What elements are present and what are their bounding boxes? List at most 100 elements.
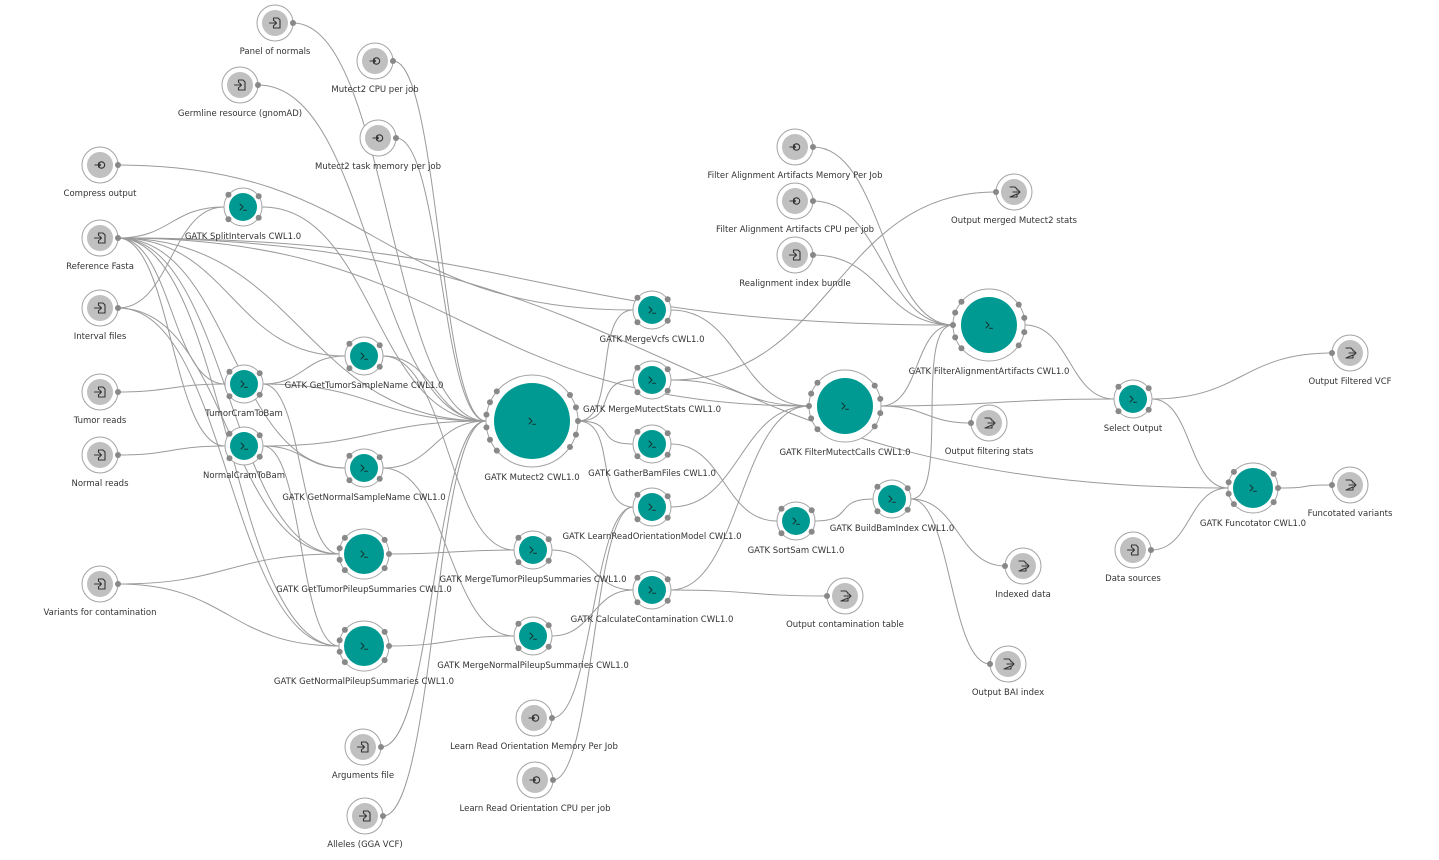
in-port[interactable] [634,491,641,498]
out-port[interactable] [808,528,815,535]
edge-germline-to-mutect2[interactable] [257,84,487,422]
node-filter-artifacts[interactable]: GATK FilterAlignmentArtifacts CWL1.0 [909,288,1070,377]
out-port[interactable] [256,391,263,398]
out-port[interactable] [393,135,399,141]
out-port[interactable] [1148,547,1154,553]
edge-ref_fasta-to-split_intervals[interactable] [117,206,225,239]
out-port[interactable] [1015,301,1022,308]
out-port[interactable] [808,507,815,514]
node-ref-fasta[interactable]: Reference Fasta [66,219,134,272]
out-port[interactable] [115,452,121,458]
out-port[interactable] [566,443,573,450]
node-tumor-cram[interactable]: TumorCramToBam [204,364,283,419]
out-port[interactable] [545,622,552,629]
in-port[interactable] [968,420,974,426]
in-port[interactable] [336,556,343,563]
out-port[interactable] [381,565,388,572]
node-out-merged-stats[interactable]: Output merged Mutect2 stats [951,173,1078,226]
in-port[interactable] [225,191,232,198]
in-port[interactable] [634,364,641,371]
in-port[interactable] [814,426,821,433]
edge-normal_cram-to-get_normal_name[interactable] [262,445,346,469]
out-port[interactable] [575,418,581,424]
in-port[interactable] [824,593,830,599]
out-port[interactable] [664,430,671,437]
out-port[interactable] [664,597,671,604]
out-port[interactable] [545,536,552,543]
edge-normal_cram-to-mutect2[interactable] [262,420,487,447]
edge-interval_files-to-normal_pileup[interactable] [117,307,340,647]
edge-mutect_cpu-to-mutect2[interactable] [392,60,487,422]
edge-mutect_mem-to-mutect2[interactable] [395,137,487,422]
out-port[interactable] [572,431,579,438]
out-port[interactable] [1145,385,1152,392]
in-port[interactable] [1230,501,1237,508]
out-port[interactable] [1270,470,1277,477]
out-port[interactable] [810,198,816,204]
out-port[interactable] [376,454,383,461]
node-interval-files[interactable]: Interval files [74,289,127,342]
edge-faa_cpu-to-filter_artifacts[interactable] [812,200,954,326]
node-sort-sam[interactable]: GATK SortSam CWL1.0 [748,501,845,556]
in-port[interactable] [346,452,353,459]
edge-merge_tumor_pileup-to-calc_contam[interactable] [551,549,634,591]
edge-build_bam_index-to-filter_artifacts[interactable] [910,324,954,500]
out-port[interactable] [115,389,121,395]
out-port[interactable] [256,432,263,439]
node-faa-mem[interactable]: Filter Alignment Artifacts Memory Per Jo… [708,128,883,181]
out-port[interactable] [256,453,263,460]
node-out-funcotated[interactable]: Funcotated variants [1308,466,1393,519]
node-out-indexed[interactable]: Indexed data [995,547,1051,600]
out-port[interactable] [550,777,556,783]
edge-panel_normals-to-mutect2[interactable] [292,22,487,422]
edge-variants_contam-to-normal_pileup[interactable] [117,583,340,647]
edge-normal_cram-to-normal_pileup[interactable] [262,445,340,647]
out-port[interactable] [115,235,121,241]
in-port[interactable] [515,645,522,652]
in-port[interactable] [346,340,353,347]
out-port[interactable] [380,813,386,819]
out-port[interactable] [115,581,121,587]
node-filter-calls[interactable]: GATK FilterMutectCalls CWL1.0 [779,369,911,458]
in-port[interactable] [226,393,233,400]
node-lro-mem[interactable]: Learn Read Orientation Memory Per Job [450,699,618,752]
edge-sort_sam-to-build_bam_index[interactable] [814,498,874,522]
out-port[interactable] [255,82,261,88]
edge-ref_fasta-to-mutect2[interactable] [117,237,487,422]
in-port[interactable] [634,319,641,326]
in-port[interactable] [1225,479,1232,486]
edge-get_tumor_name-to-mutect2[interactable] [382,355,487,422]
in-port[interactable] [515,534,522,541]
node-normal-reads[interactable]: Normal reads [71,436,129,489]
node-merge-tumor-pileup[interactable]: GATK MergeTumorPileupSummaries CWL1.0 [439,530,627,585]
edge-gather_bams-to-sort_sam[interactable] [670,443,778,522]
in-port[interactable] [806,403,812,409]
node-panel-normals[interactable]: Panel of normals [240,4,311,57]
in-port[interactable] [1115,383,1122,390]
edge-variants_contam-to-tumor_pileup[interactable] [117,553,340,585]
in-port[interactable] [483,424,490,431]
out-port[interactable] [664,576,671,583]
node-gather-bams[interactable]: GATK GatherBamFiles CWL1.0 [588,424,716,479]
in-port[interactable] [1329,482,1335,488]
out-port[interactable] [1021,314,1028,321]
out-port[interactable] [572,404,579,411]
edge-get_tumor_name-to-merge_tumor_pileup[interactable] [382,355,515,551]
edge-filter_artifacts-to-select_output[interactable] [1024,324,1115,400]
edge-normal_reads-to-normal_cram[interactable] [117,445,226,456]
node-build-bam-index[interactable]: GATK BuildBamIndex CWL1.0 [830,479,955,534]
edge-build_bam_index-to-out_indexed[interactable] [910,498,1006,567]
node-merge-vcfs[interactable]: GATK MergeVcfs CWL1.0 [600,290,705,345]
out-port[interactable] [877,410,884,417]
in-port[interactable] [226,368,233,375]
in-port[interactable] [993,189,999,195]
edge-ref_fasta-to-filter_artifacts[interactable] [117,237,954,326]
edge-data_sources-to-funcotator[interactable] [1150,487,1229,551]
out-port[interactable] [1021,329,1028,336]
out-port[interactable] [386,551,392,557]
in-port[interactable] [987,661,993,667]
in-port[interactable] [341,534,348,541]
node-alleles[interactable]: Alleles (GGA VCF) [327,797,403,850]
in-port[interactable] [778,530,785,537]
out-port[interactable] [1015,342,1022,349]
